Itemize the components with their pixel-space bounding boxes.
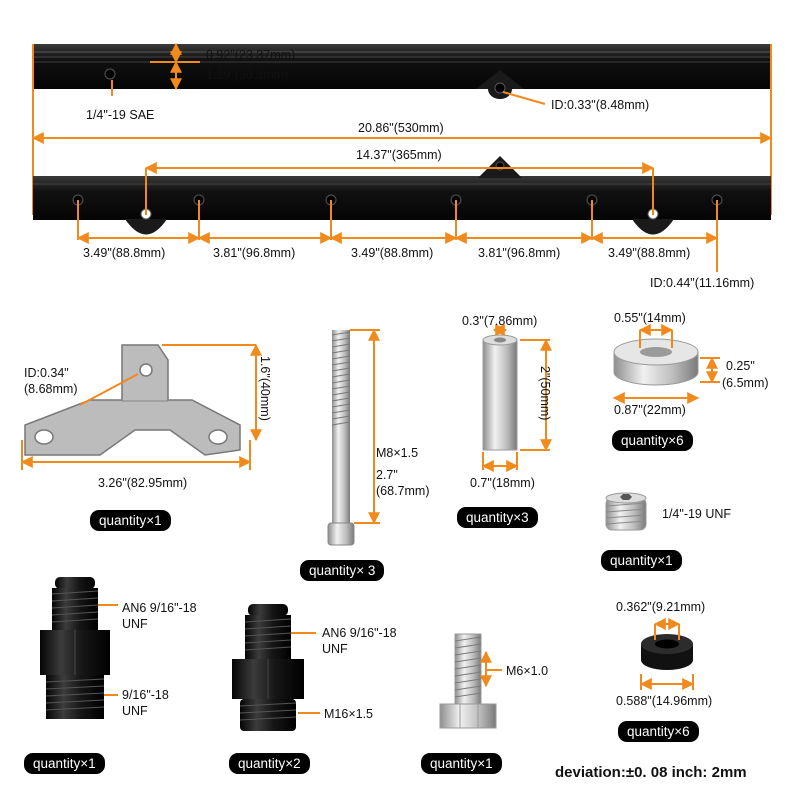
hex-screw (439, 633, 497, 729)
oring-outer-dim: 0.588"(14.96mm) (616, 694, 713, 708)
bolt-length-line2: (68.7mm) (376, 484, 430, 498)
an6-fitting-m16 (232, 604, 304, 731)
washer-inner-dim: 0.55"(14mm) (614, 311, 686, 325)
rail-mount-spacing: 14.37"(365mm) (356, 148, 442, 162)
rail-dim-0.92: 0.92"(23.37mm) (206, 48, 296, 62)
plug-quantity-badge: quantity×1 (601, 550, 682, 571)
fitting2-thread: M16×1.5 (324, 707, 373, 721)
fitting2-an-line2: UNF (322, 642, 348, 656)
threaded-plug (605, 492, 647, 531)
fitting1-thread-line2: UNF (122, 704, 148, 718)
screw-leader (480, 650, 502, 688)
washer-dimensions (612, 324, 720, 404)
fitting1-an-line2: UNF (122, 617, 148, 631)
fitting2-an-line1: AN6 9/16"-18 (322, 626, 397, 640)
deviation-note: deviation:±0. 08 inch: 2mm (555, 764, 747, 781)
fitting1-an-line1: AN6 9/16"-18 (122, 601, 197, 615)
bracket-id-line1: ID:0.34" (24, 366, 69, 380)
washer-thick-line1: 0.25" (726, 359, 755, 373)
bracket-width: 3.26"(82.95mm) (98, 476, 188, 490)
rail-id-0.44: ID:0.44"(11.16mm) (650, 276, 755, 290)
rail-id-0.33: ID:0.33"(8.48mm) (551, 98, 650, 112)
o-ring (641, 634, 693, 670)
fitting1-leaders (98, 604, 118, 696)
spacer-height: 2"(50mm) (538, 366, 552, 421)
rail-length: 20.86"(530mm) (358, 121, 444, 135)
spacer-top-dim: 0.3"(7.86mm) (462, 314, 538, 328)
an6-fitting-straight (40, 577, 110, 719)
spacer-dimensions (481, 324, 552, 472)
washer-outer-dim: 0.87"(22mm) (614, 403, 686, 417)
fitting2-leaders (291, 632, 320, 714)
rail-spacing-2: 3.81"(96.8mm) (213, 246, 296, 260)
oring-dimensions (639, 618, 695, 690)
fitting2-quantity-badge: quantity×2 (229, 753, 310, 774)
spacer-bottom-dim: 0.7"(18mm) (470, 476, 535, 490)
bracket-height: 1.6"(40mm) (258, 356, 272, 421)
fitting1-quantity-badge: quantity×1 (24, 753, 105, 774)
screw-thread: M6×1.0 (506, 664, 549, 678)
bolt-dimensions (350, 328, 380, 525)
screw-quantity-badge: quantity×1 (421, 753, 502, 774)
bolt-length-line1: 2.7" (376, 468, 398, 482)
mounting-bracket (24, 344, 241, 456)
bracket-id-line2: (8.68mm) (24, 382, 78, 396)
washer-quantity-badge: quantity×6 (612, 430, 693, 451)
fuel-rail-bottom (33, 156, 771, 235)
spacer-tube (482, 334, 518, 451)
dimension-lines-bottom (76, 162, 719, 272)
fitting1-thread-line1: 9/16"-18 (122, 688, 169, 702)
spacer-quantity-badge: quantity×3 (457, 507, 538, 528)
washer-thick-line2: (6.5mm) (722, 376, 769, 390)
plug-thread: 1/4"-19 UNF (662, 507, 732, 521)
rail-spacing-4: 3.81"(96.8mm) (478, 246, 561, 260)
bolt-quantity-badge: quantity× 3 (300, 560, 385, 581)
rail-spacing-1: 3.49"(88.8mm) (83, 246, 166, 260)
oring-quantity-badge: quantity×6 (618, 721, 699, 742)
bracket-dimensions (20, 343, 262, 470)
oring-inner-dim: 0.362"(9.21mm) (616, 600, 706, 614)
bracket-quantity-badge: quantity×1 (90, 510, 171, 531)
bolt-thread: M8×1.5 (376, 446, 419, 460)
washer (613, 338, 699, 386)
rail-spacing-3: 3.49"(88.8mm) (351, 246, 434, 260)
rail-thread-sae: 1/4"-19 SAE (86, 108, 155, 122)
rail-dim-1.19: 1.19"(30.3mm) (206, 68, 289, 82)
fuel-rail-top (33, 44, 771, 99)
long-bolt (327, 330, 355, 546)
rail-spacing-5: 3.49"(88.8mm) (608, 246, 691, 260)
